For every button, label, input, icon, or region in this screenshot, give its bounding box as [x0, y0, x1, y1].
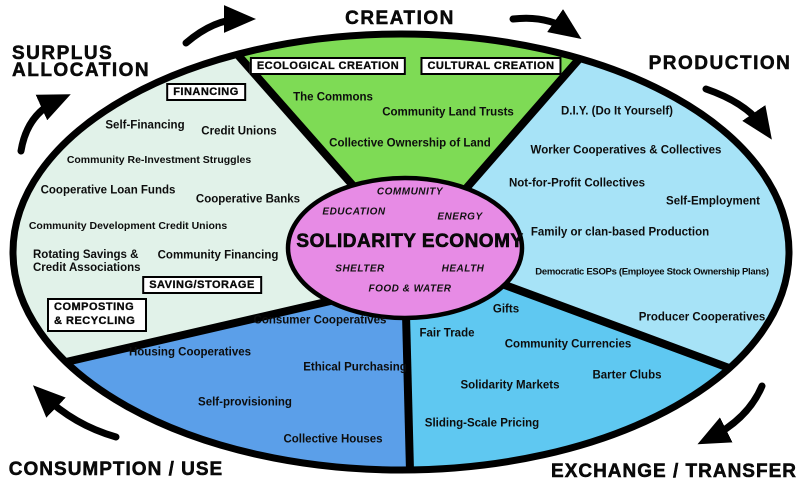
item-self-employment: Self-Employment [666, 195, 760, 208]
item-collective-houses: Collective Houses [283, 433, 383, 446]
cycle-arrow-top-left [182, 5, 256, 47]
cycle-arrow-left [17, 94, 71, 155]
stage-label-exchange: EXCHANGE / TRANSFER [551, 461, 797, 483]
item-sliding-scale-pricing: Sliding-Scale Pricing [424, 417, 540, 430]
item-community-currencies: Community Currencies [504, 338, 632, 351]
item-housing-cooperatives: Housing Cooperatives [128, 346, 252, 359]
item-self-provisioning: Self-provisioning [198, 396, 292, 409]
sector-creation-wedge [237, 33, 580, 260]
tag-ecological-creation: ECOLOGICAL CREATION [249, 57, 407, 75]
stage-label-surplus-line2: ALLOCATION [12, 60, 151, 81]
divider-exchange-consumption [402, 313, 414, 472]
item-rotating-savings-credit-associations: Rotating Savings & Credit Associations [33, 249, 141, 275]
cycle-arrow-top-right [509, 9, 582, 39]
item-family-clan-based-production: Family or clan-based Production [530, 226, 710, 239]
divider-consumption-surplus [65, 292, 353, 366]
center-value-food-water: FOOD & WATER [368, 283, 452, 295]
outer-ellipse [9, 30, 793, 474]
center-value-health: HEALTH [441, 263, 485, 275]
tag-composting-recycling: COMPOSTING & RECYCLING [47, 298, 147, 332]
cycle-arrow-bottom-left [32, 385, 120, 441]
center-ellipse [285, 175, 525, 321]
item-not-for-profit-collectives: Not-for-Profit Collectives [508, 177, 646, 190]
item-fair-trade: Fair Trade [419, 327, 475, 340]
center-title: SOLIDARITY ECONOMY [296, 231, 524, 253]
item-credit-unions: Credit Unions [201, 125, 277, 138]
item-consumer-cooperatives: Consumer Cooperatives [253, 314, 387, 327]
item-community-land-trusts: Community Land Trusts [382, 106, 514, 119]
divider-creation-production [459, 55, 584, 195]
sector-production-wedge [405, 58, 790, 368]
cycle-arrow-bottom-right [697, 382, 766, 445]
item-barter-clubs: Barter Clubs [592, 369, 662, 382]
stage-label-surplus-allocation: SURPLUS ALLOCATION [12, 43, 151, 81]
stage-label-production: PRODUCTION [648, 53, 792, 75]
item-community-development-credit-unions: Community Development Credit Unions [28, 219, 228, 232]
center-value-education: EDUCATION [322, 206, 386, 218]
item-producer-cooperatives: Producer Cooperatives [638, 311, 766, 324]
tag-financing: FINANCING [166, 83, 246, 101]
item-worker-cooperatives-collectives: Worker Cooperatives & Collectives [530, 144, 722, 157]
tag-cultural-creation: CULTURAL CREATION [420, 57, 562, 75]
item-diy: D.I.Y. (Do It Yourself) [560, 105, 674, 118]
divider-production-exchange [492, 277, 731, 372]
item-cooperative-loan-funds: Cooperative Loan Funds [40, 184, 176, 197]
item-self-financing: Self-Financing [105, 119, 185, 132]
item-solidarity-markets: Solidarity Markets [460, 379, 560, 392]
item-cooperative-banks: Cooperative Banks [195, 193, 301, 206]
item-community-financing: Community Financing [157, 249, 279, 262]
stage-label-creation: CREATION [345, 8, 455, 30]
center-value-community: COMMUNITY [376, 186, 444, 198]
item-community-reinvestment-struggles: Community Re-Investment Struggles [66, 153, 252, 166]
item-democratic-esops: Democratic ESOPs (Employee Stock Ownersh… [535, 266, 769, 278]
item-gifts: Gifts [492, 303, 520, 316]
item-collective-ownership-of-land: Collective Ownership of Land [329, 137, 491, 150]
divider-surplus-creation [233, 51, 360, 192]
stage-label-consumption: CONSUMPTION / USE [8, 459, 224, 481]
cycle-arrow-right [702, 85, 772, 140]
stage-label-surplus-line1: SURPLUS [12, 43, 114, 64]
center-value-energy: ENERGY [437, 211, 483, 223]
center-value-shelter: SHELTER [335, 263, 385, 275]
item-the-commons: The Commons [293, 91, 373, 104]
item-ethical-purchasing: Ethical Purchasing [303, 361, 407, 374]
tag-saving-storage: SAVING/STORAGE [142, 276, 262, 294]
